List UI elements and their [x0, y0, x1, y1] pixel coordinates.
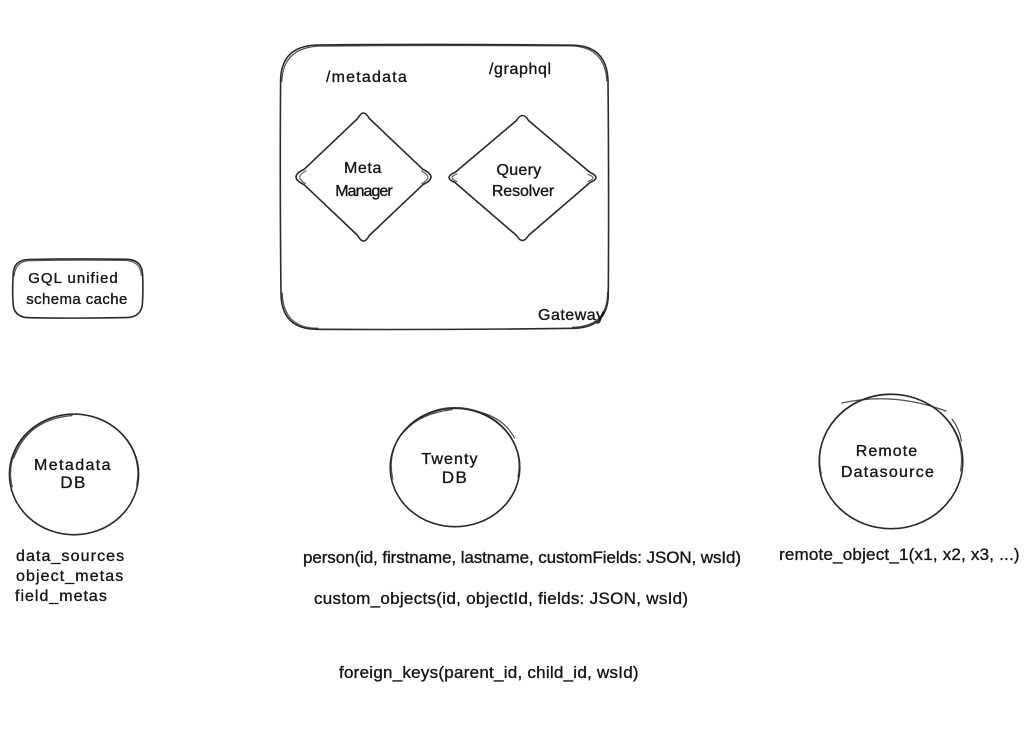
svg-text:data_sources: data_sources — [16, 548, 125, 565]
svg-text:field_metas: field_metas — [15, 588, 108, 605]
svg-text:Query: Query — [496, 162, 541, 179]
svg-text:DB: DB — [60, 473, 87, 492]
svg-text:DB: DB — [442, 468, 469, 487]
svg-text:custom_objects(id, objectId, f: custom_objects(id, objectId, fields: JSO… — [314, 589, 688, 608]
svg-text:Datasource: Datasource — [841, 464, 935, 481]
svg-text:schema cache: schema cache — [26, 291, 128, 308]
svg-text:/graphql: /graphql — [489, 61, 552, 78]
svg-text:Manager: Manager — [335, 183, 393, 200]
svg-text:Metadata: Metadata — [34, 457, 112, 474]
svg-text:Remote: Remote — [856, 443, 919, 460]
svg-text:Meta: Meta — [344, 160, 382, 177]
svg-text:Twenty: Twenty — [421, 451, 478, 468]
svg-text:object_metas: object_metas — [16, 568, 124, 585]
svg-text:/metadata: /metadata — [326, 69, 408, 86]
svg-text:GQL unified: GQL unified — [28, 270, 119, 287]
svg-text:person(id, firstname, lastname: person(id, firstname, lastname, customFi… — [303, 548, 741, 567]
svg-text:remote_object_1(x1, x2, x3, ..: remote_object_1(x1, x2, x3, ...) — [779, 545, 1020, 564]
svg-text:Resolver: Resolver — [492, 183, 555, 200]
svg-text:foreign_keys(parent_id, child_: foreign_keys(parent_id, child_id, wsId) — [339, 663, 639, 682]
svg-text:Gateway: Gateway — [538, 307, 605, 324]
